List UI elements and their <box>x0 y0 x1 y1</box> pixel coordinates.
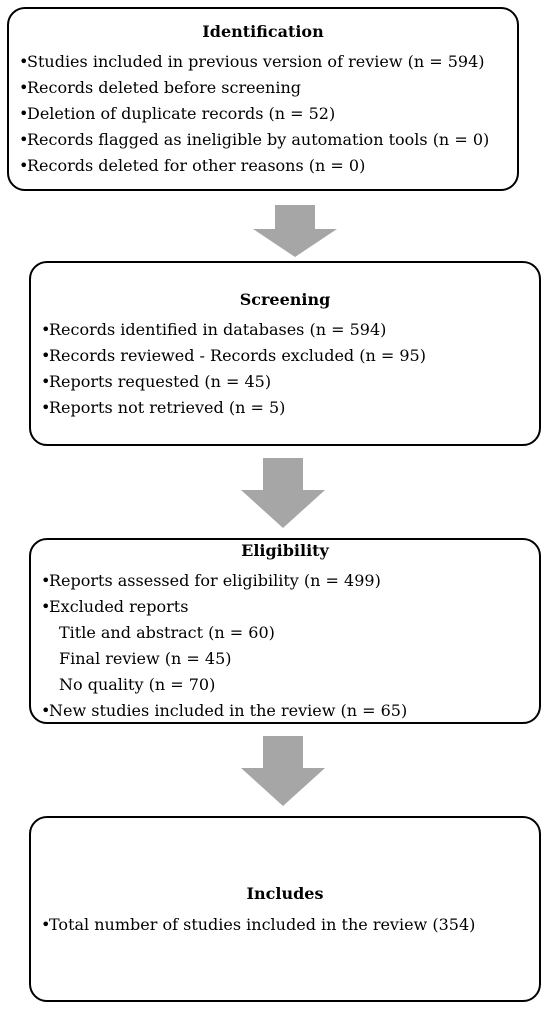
bullet-icon: • <box>41 701 51 720</box>
bullet-icon: • <box>41 915 51 934</box>
bullet-icon: • <box>19 104 29 123</box>
screening-list: •Records identified in databases (n = 59… <box>41 317 426 421</box>
list-item: •Reports not retrieved (n = 5) <box>41 395 426 421</box>
bullet-icon: • <box>19 78 29 97</box>
list-item: •Records deleted for other reasons (n = … <box>19 153 489 179</box>
bullet-icon: • <box>41 571 51 590</box>
list-item: No quality (n = 70) <box>59 675 216 694</box>
bullet-icon: • <box>41 597 51 616</box>
down-arrow-icon <box>241 736 325 806</box>
bullet-icon: • <box>41 320 51 339</box>
list-item: •New studies included in the review (n =… <box>41 698 407 724</box>
list-item: Final review (n = 45) <box>59 649 232 668</box>
list-item: •Total number of studies included in the… <box>41 912 475 938</box>
list-item: •Deletion of duplicate records (n = 52) <box>19 101 489 127</box>
down-arrow-icon <box>253 205 337 257</box>
screening-box: Screening •Records identified in databas… <box>29 261 541 446</box>
bullet-icon: • <box>41 398 51 417</box>
includes-box: Includes •Total number of studies includ… <box>29 816 541 1002</box>
list-item: •Excluded reports <box>41 594 407 620</box>
list-item: •Records reviewed - Records excluded (n … <box>41 343 426 369</box>
list-item: •Reports requested (n = 45) <box>41 369 426 395</box>
list-item: •Records flagged as ineligible by automa… <box>19 127 489 153</box>
identification-list: •Studies included in previous version of… <box>19 49 489 179</box>
includes-list: •Total number of studies included in the… <box>41 912 475 938</box>
bullet-icon: • <box>19 156 29 175</box>
eligibility-box: Eligibility •Reports assessed for eligib… <box>29 538 541 724</box>
down-arrow-icon <box>241 458 325 528</box>
bullet-icon: • <box>19 52 29 71</box>
list-item: •Studies included in previous version of… <box>19 49 489 75</box>
identification-box: Identification •Studies included in prev… <box>7 7 519 191</box>
list-item: Title and abstract (n = 60) <box>59 623 275 642</box>
includes-title: Includes <box>246 884 324 903</box>
list-item: •Records identified in databases (n = 59… <box>41 317 426 343</box>
bullet-icon: • <box>41 372 51 391</box>
bullet-icon: • <box>19 130 29 149</box>
identification-title: Identification <box>202 22 324 41</box>
eligibility-list: •Reports assessed for eligibility (n = 4… <box>41 568 407 724</box>
list-item: •Reports assessed for eligibility (n = 4… <box>41 568 407 594</box>
screening-title: Screening <box>239 290 331 309</box>
eligibility-title: Eligibility <box>241 541 329 560</box>
list-item: •Records deleted before screening <box>19 75 489 101</box>
bullet-icon: • <box>41 346 51 365</box>
